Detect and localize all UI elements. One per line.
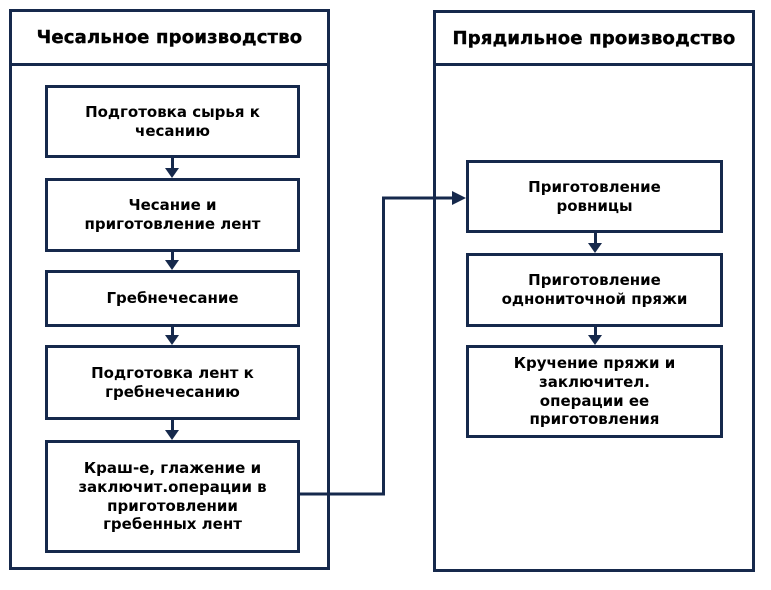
panel-spinning-header: Прядильное производство (436, 13, 752, 66)
flow-box-label: Краш-е, глажение и заключит.операции в п… (78, 459, 267, 534)
down-arrow-icon (588, 233, 602, 253)
flow-box-raw-material-prep: Подготовка сырья к чесанию (45, 85, 300, 158)
panel-carding: Чесальное производство Подготовка сырья … (9, 9, 330, 570)
panel-spinning-title: Прядильное производство (452, 27, 736, 49)
flow-box-label: Подготовка лент к гребнечесанию (91, 363, 254, 401)
panel-carding-title: Чесальное производство (36, 27, 303, 48)
flow-box-label: Гребнечесание (106, 289, 239, 308)
flow-box-label: Приготовление однониточной пряжи (501, 271, 688, 308)
panel-spinning: Прядильное производство Приготовление ро… (433, 10, 755, 572)
down-arrow-icon (165, 252, 179, 270)
flow-box-roving-prep: Приготовление ровницы (466, 160, 723, 233)
flow-box-dyeing-finishing: Краш-е, глажение и заключит.операции в п… (45, 440, 300, 553)
down-arrow-icon (165, 420, 179, 440)
flow-box-label: Подготовка сырья к чесанию (85, 102, 260, 140)
flow-box-combing: Гребнечесание (45, 270, 300, 327)
flow-box-label: Приготовление ровницы (528, 177, 661, 215)
flow-box-carding-slivers: Чесание и приготовление лент (45, 178, 300, 252)
flow-box-single-yarn-prep: Приготовление однониточной пряжи (466, 253, 723, 327)
panel-carding-header: Чесальное производство (12, 12, 327, 66)
flow-box-sliver-prep-for-combing: Подготовка лент к гребнечесанию (45, 345, 300, 420)
down-arrow-icon (588, 327, 602, 345)
flow-box-label: Чесание и приготовление лент (84, 196, 261, 233)
down-arrow-icon (165, 158, 179, 178)
down-arrow-icon (165, 327, 179, 345)
flow-box-label: Кручение пряжи и заключител. операции ее… (513, 354, 676, 429)
flow-box-yarn-twisting: Кручение пряжи и заключител. операции ее… (466, 345, 723, 438)
